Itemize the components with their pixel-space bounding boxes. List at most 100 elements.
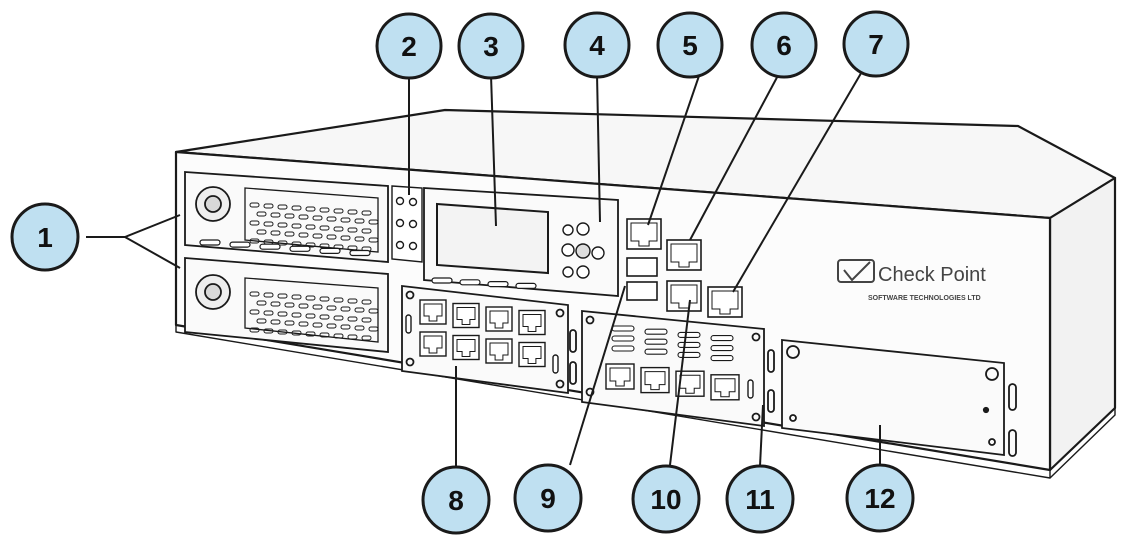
bay-slot <box>229 241 251 248</box>
callout-9: 9 <box>513 463 583 533</box>
port-10 <box>666 280 702 312</box>
callout-10: 10 <box>631 464 701 534</box>
vent-slot <box>298 232 309 238</box>
callout-11-label: 11 <box>745 484 775 515</box>
vent-slot <box>347 316 358 322</box>
callout-9-label: 9 <box>540 483 556 514</box>
expansion-card-1-ports <box>405 299 559 374</box>
callout-6: 6 <box>750 11 818 79</box>
blank-slot-cover <box>781 339 1017 457</box>
card2-port-socket <box>609 367 631 387</box>
lcd-slot <box>515 282 537 289</box>
port-6 <box>666 239 702 271</box>
card1-port-socket <box>489 310 509 329</box>
vent-slot <box>333 297 344 303</box>
card1-port-socket <box>522 346 542 364</box>
vent-slot <box>305 242 316 248</box>
vent-slot <box>354 325 365 331</box>
vent-slot <box>333 333 344 339</box>
card2-vent <box>710 345 734 352</box>
card2-vent <box>677 331 701 338</box>
callout-5: 5 <box>656 11 724 79</box>
vent-slot <box>368 308 379 314</box>
keypad-left-button <box>561 243 575 257</box>
vent-slot <box>319 332 330 338</box>
callout-3-label: 3 <box>483 31 499 62</box>
card2-latch <box>747 379 754 399</box>
bay-slot <box>289 245 311 252</box>
bay-slot <box>199 239 221 246</box>
vent-slot <box>326 305 337 311</box>
card1-port-socket <box>456 307 476 325</box>
card2-port-socket <box>679 374 701 394</box>
callout-2: 2 <box>375 12 443 80</box>
vent-slot <box>354 236 365 242</box>
card2-vent <box>644 328 668 335</box>
expansion-card-2-ports <box>605 363 754 401</box>
vent-slot <box>319 314 330 320</box>
card2-vent <box>611 325 635 332</box>
keypad-down-button <box>576 265 590 279</box>
vent-slot <box>333 315 344 321</box>
card2-vent <box>710 335 734 342</box>
lcd-slot <box>431 277 453 284</box>
vent-slot <box>291 205 302 211</box>
vent-slot <box>305 295 316 301</box>
check-point-logo-icon <box>837 259 875 283</box>
card1-latch <box>405 314 412 334</box>
vent-slot <box>312 304 323 310</box>
vent-slot <box>277 204 288 210</box>
vent-slot <box>277 293 288 299</box>
callout-7-label: 7 <box>868 29 884 60</box>
vent-slot <box>270 319 281 325</box>
vent-slot <box>354 218 365 224</box>
card1-port-socket <box>423 303 443 322</box>
vent-slot <box>291 312 302 318</box>
keypad-right-button <box>591 246 605 260</box>
lcd-panel-slots <box>431 277 537 289</box>
vent-slot <box>368 237 379 243</box>
vent-slot <box>340 324 351 330</box>
callout-5-label: 5 <box>682 30 698 61</box>
card2-vent <box>611 335 635 342</box>
drive-vents-upper <box>249 202 379 252</box>
card2-vent <box>710 355 734 362</box>
vent-slot <box>284 302 295 308</box>
vent-slot <box>361 210 372 216</box>
callout-11: 11 <box>725 464 795 534</box>
vent-slot <box>249 220 260 226</box>
callout-7: 7 <box>842 10 910 78</box>
bay-slot <box>319 247 341 254</box>
lcd-screen <box>436 202 549 275</box>
callout-10-label: 10 <box>650 484 681 515</box>
callout-8-label: 8 <box>448 485 464 516</box>
vent-slot <box>312 215 323 221</box>
expansion-card-2-vents <box>611 325 734 362</box>
lcd-panel <box>423 187 619 297</box>
vent-slot <box>340 306 351 312</box>
callout-8: 8 <box>421 465 491 535</box>
vent-slot <box>361 228 372 234</box>
callout-12: 12 <box>845 463 915 533</box>
management-ports <box>626 218 743 318</box>
port-5 <box>626 218 662 250</box>
brand-name: Check Point <box>878 264 986 286</box>
bay-slot <box>259 243 281 250</box>
vent-slot <box>277 222 288 228</box>
vent-slot <box>256 300 267 306</box>
vent-slot <box>249 327 260 333</box>
vent-slot <box>263 221 274 227</box>
vent-slot <box>319 207 330 213</box>
vent-slot <box>347 298 358 304</box>
lcd-slot <box>459 279 481 286</box>
vent-slot <box>270 230 281 236</box>
vent-slot <box>291 294 302 300</box>
vent-slot <box>270 301 281 307</box>
usb-port <box>626 257 658 277</box>
vent-slot <box>326 234 337 240</box>
drive-bay-upper <box>184 171 389 263</box>
vent-slot <box>305 224 316 230</box>
callout-6-label: 6 <box>776 30 792 61</box>
vent-slot <box>326 216 337 222</box>
card1-port-socket <box>489 342 509 361</box>
